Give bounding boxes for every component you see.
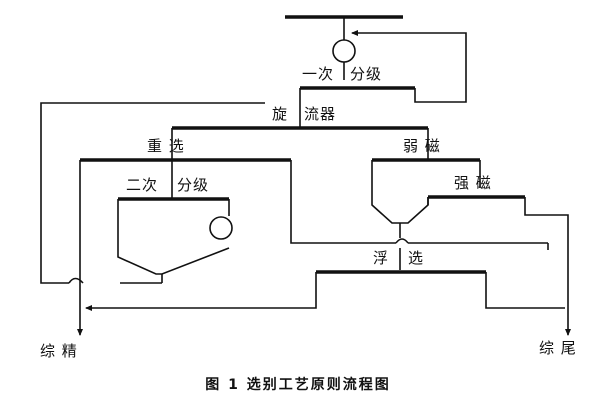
primary-classifier-wheel	[332, 39, 356, 63]
label-primary-right: 分级	[350, 65, 383, 83]
label-flotation-right: 选	[408, 249, 425, 267]
gravity-tail-hop	[395, 238, 409, 244]
label-weak-magnetic: 弱 磁	[403, 137, 441, 155]
label-gravity: 重 选	[147, 137, 185, 155]
cyclone-return-line	[40, 102, 265, 284]
weak-magnetic-body	[371, 160, 429, 224]
secondary-classifier-body	[117, 199, 230, 275]
label-secondary-right: 分级	[177, 176, 210, 194]
label-secondary-left: 二次	[126, 176, 159, 194]
label-cyclone-left: 旋	[272, 105, 289, 123]
secondary-classifier-wheel	[209, 216, 233, 240]
figure-caption: 图 1 选别工艺原则流程图	[205, 377, 391, 393]
label-flotation-left: 浮	[373, 249, 390, 267]
gravity-tailings-line	[290, 160, 396, 244]
strong-magnetic-tailings	[524, 197, 571, 336]
label-tailings: 综 尾	[539, 339, 577, 357]
flotation-concentrate-line	[85, 272, 317, 311]
flotation-tailings-line	[485, 272, 565, 309]
concentrate-hop	[68, 277, 84, 284]
primary-recycle-line	[351, 30, 467, 103]
label-strong-magnetic: 强 磁	[454, 174, 492, 192]
label-concentrate: 综 精	[40, 342, 78, 360]
label-primary-left: 一次	[302, 65, 335, 83]
label-cyclone-right: 流器	[304, 105, 337, 123]
